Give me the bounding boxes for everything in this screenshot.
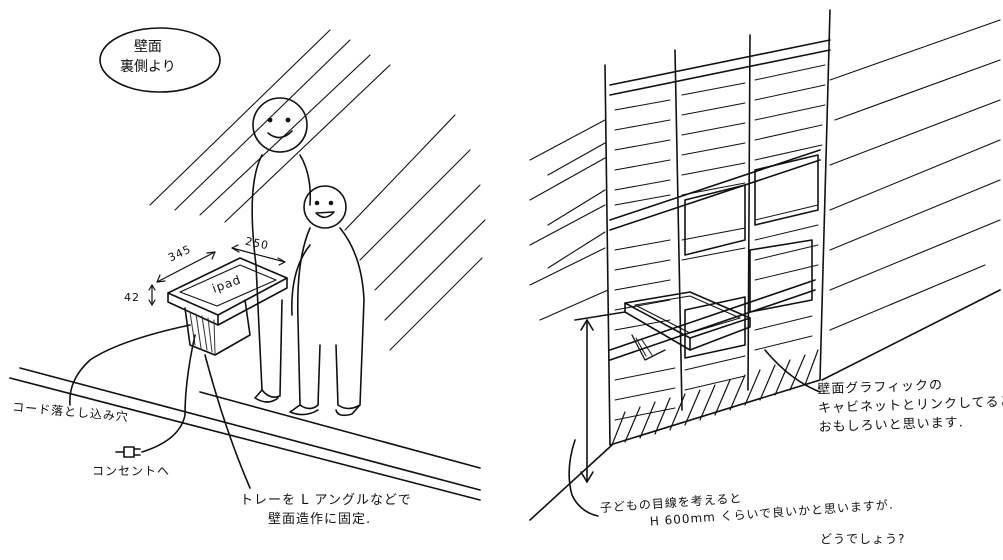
dimension-arrows (148, 244, 286, 306)
dimension-height-label: 42 (124, 291, 140, 304)
cloud-outline (99, 27, 221, 93)
floor-lines (9, 367, 481, 501)
cloud-label-line2: 裏側より (120, 58, 176, 75)
adult-figure (251, 97, 312, 403)
outlet-label: コンセントへ (92, 464, 171, 478)
adult-head (252, 97, 308, 153)
wall-tray (624, 291, 751, 361)
mount-leader (204, 354, 251, 489)
cloud-label: 壁面 裏側より (120, 38, 176, 77)
left-sketch (9, 27, 486, 501)
graphic-leader (764, 349, 821, 393)
ipad-tray (167, 257, 288, 356)
child-head (303, 185, 347, 229)
cord-line (141, 334, 196, 453)
mount-note-line2: 壁面造作に固定. (268, 511, 372, 527)
cloud-label-line1: 壁面 (133, 39, 162, 55)
height-leader (568, 439, 599, 517)
mount-note: トレーを L アングルなどで 壁面造作に固定. (240, 492, 412, 530)
left-hatching (149, 29, 486, 351)
mount-note-line1: トレーを L アングルなどで (240, 493, 412, 508)
plug-icon (115, 446, 141, 458)
height-dimension-arrow (574, 311, 626, 483)
right-sketch (529, 9, 1001, 521)
wall-cabinet-graphic (529, 9, 1001, 521)
child-figure (289, 185, 365, 417)
right-hatching (529, 19, 1001, 331)
cord-hole-leader (69, 324, 191, 406)
graphic-note: 壁面グラフィックの キャビネットとリンクしてると おもしろいと思います. (817, 375, 1003, 438)
l-angle-bracket (184, 299, 251, 356)
height-note: 子どもの目線を考えると H 600mm くらいで良いかと思いますが. どうでしょ… (599, 491, 906, 548)
height-note-line3: どうでしょう? (820, 531, 906, 546)
